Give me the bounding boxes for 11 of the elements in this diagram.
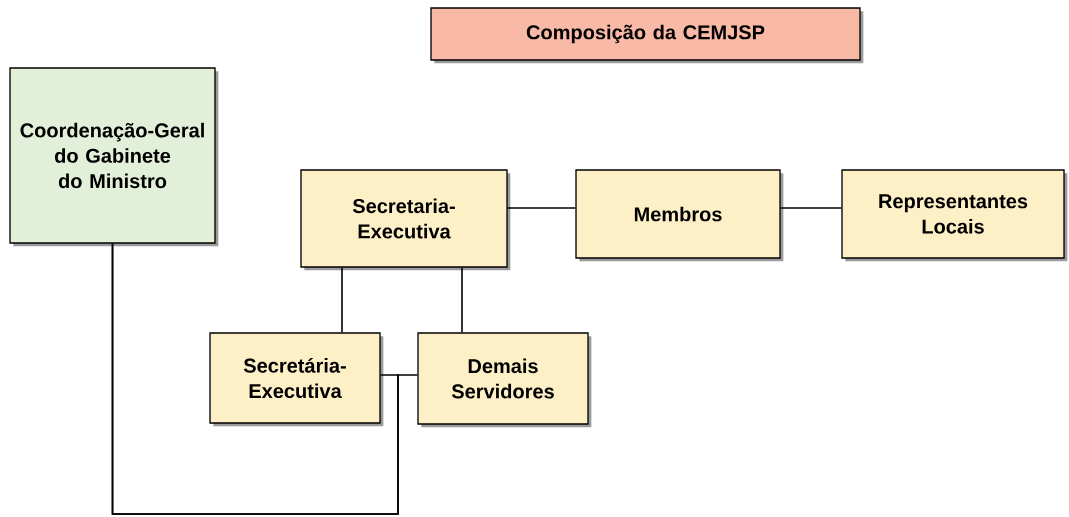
connector-line <box>506 207 577 209</box>
org-box: Membros <box>575 169 784 262</box>
connector-line <box>341 266 343 334</box>
org-box: Secretaria-Executiva <box>300 169 511 271</box>
org-box: Secretária-Executiva <box>209 332 384 427</box>
org-box: Coordenação-Geral do Gabinete do Ministro <box>9 67 219 247</box>
org-box: Demais Servidores <box>417 332 592 428</box>
title-box: Composição da CEMJSP <box>430 7 864 64</box>
connector-line <box>779 207 843 209</box>
org-box: Representantes Locais <box>841 169 1068 262</box>
connector-line <box>461 266 463 334</box>
